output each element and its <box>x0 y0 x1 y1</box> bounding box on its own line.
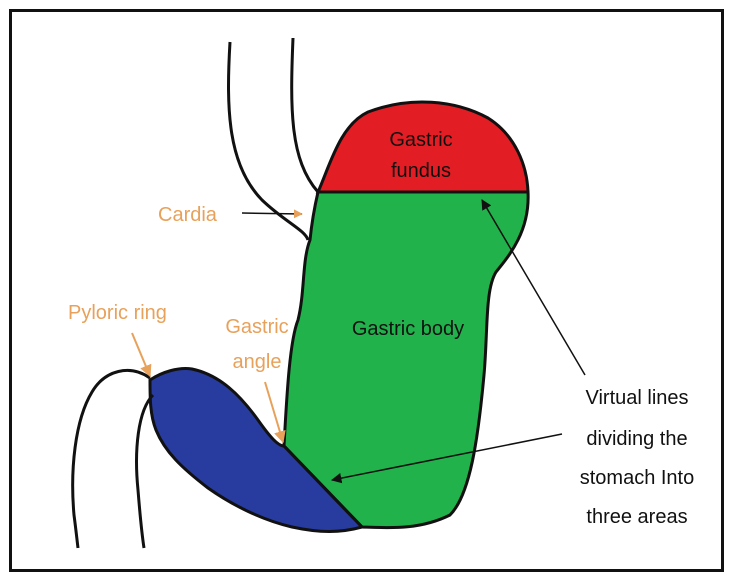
angle-label: Gastric angle <box>225 316 288 373</box>
virtual-lines-label: Virtual lines dividing the stomach Into … <box>580 387 695 528</box>
cardia-arrow <box>242 213 302 214</box>
pyloric-ring-arrow <box>132 333 150 376</box>
pyloric-ring-label: Pyloric ring <box>68 302 167 324</box>
fundus-label-line-2: fundus <box>391 160 451 182</box>
duodenum-inner-wall <box>137 395 153 548</box>
esophagus-right-wall <box>292 38 318 192</box>
angle-label-line-2: angle <box>233 351 282 373</box>
virtual-lines-label-line-2: dividing the <box>586 428 687 450</box>
fundus-label-line-1: Gastric <box>389 129 452 151</box>
virtual-lines-label-line-4: three areas <box>586 506 687 528</box>
duodenum-outer-wall <box>73 370 150 548</box>
cardia-label: Cardia <box>158 204 218 226</box>
virtual-lines-arrow-to-fundus-line <box>482 200 585 375</box>
virtual-lines-label-line-1: Virtual lines <box>585 387 688 409</box>
body-label: Gastric body <box>352 318 464 340</box>
virtual-lines-label-line-3: stomach Into <box>580 467 695 489</box>
angle-label-line-1: Gastric <box>225 316 288 338</box>
gastric-body-region <box>284 192 528 528</box>
